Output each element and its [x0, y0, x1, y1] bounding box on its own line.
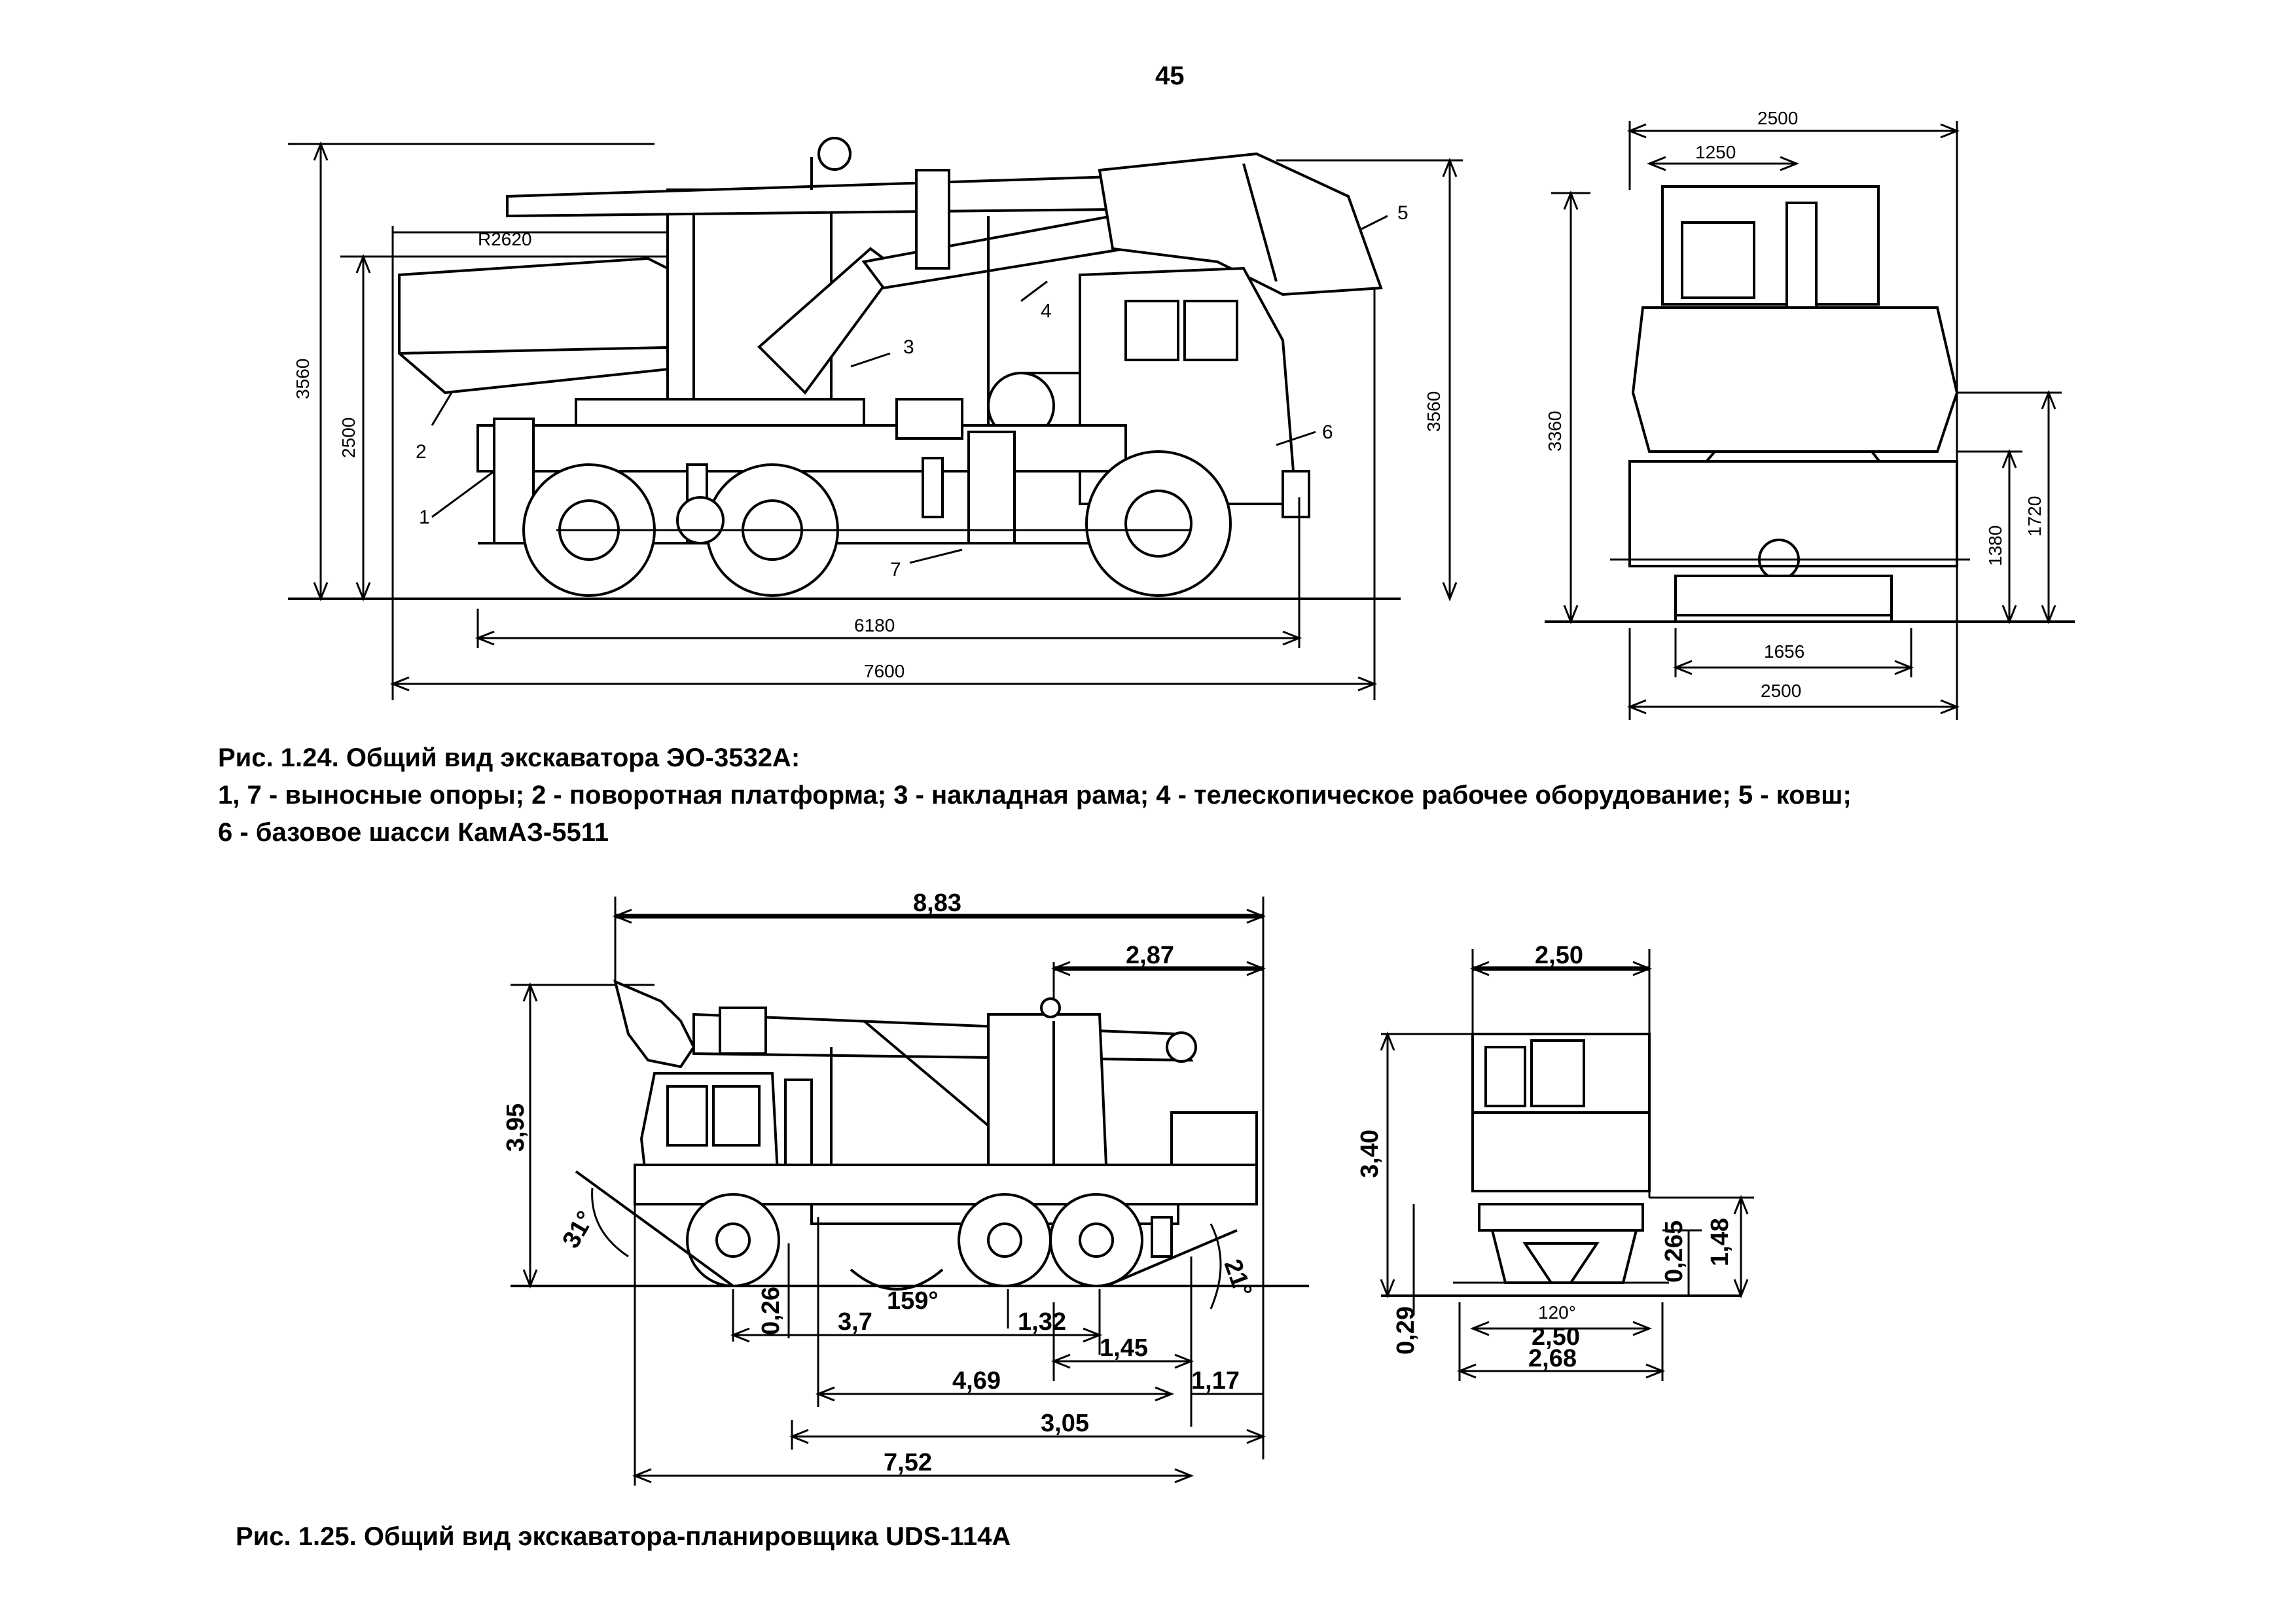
fig125-height-total: 3,95	[502, 1103, 529, 1152]
fig125-front-height-0-29: 0,29	[1392, 1306, 1420, 1355]
fig125-front-view: 2,50 120° 3,40 0,29 0,265 1,48 2,50	[1356, 942, 1754, 1381]
fig124-front-width-top: 2500	[1757, 108, 1798, 128]
fig125-side-view: 8,83 2,87 3,95	[502, 889, 1309, 1486]
fig125-length-top: 8,83	[913, 889, 961, 917]
fig124-callout-7: 7	[890, 559, 901, 580]
fig124-front-width-half: 1250	[1695, 142, 1736, 162]
fig124-callout-3: 3	[903, 336, 914, 358]
fig124-front-track: 1656	[1764, 641, 1804, 662]
fig125-front-height-1-48: 1,48	[1706, 1218, 1734, 1266]
fig124-callout-5: 5	[1397, 202, 1408, 224]
figure-125-caption: Рис. 1.25. Общий вид экскаватора-планиро…	[236, 1522, 1011, 1551]
fig125-clearance-angle: 159°	[887, 1287, 939, 1315]
fig124-callout-4: 4	[1041, 300, 1052, 322]
figure-124-caption-line-1: Рис. 1.24. Общий вид экскаватора ЭО-3532…	[218, 743, 800, 772]
fig124-height-right-total: 3560	[1424, 391, 1444, 432]
fig125-dim-3-05: 3,05	[1041, 1410, 1089, 1437]
fig124-height-left-total: 3560	[293, 359, 313, 399]
fig124-front-height-frame: 1380	[1985, 526, 2005, 566]
fig125-dim-1-32: 1,32	[1018, 1308, 1066, 1336]
fig125-front-width-mid: 2,50	[1532, 1323, 1580, 1351]
fig125-front-width-bottom: 2,68	[1528, 1345, 1577, 1372]
fig125-approach-angle: 31°	[557, 1207, 600, 1253]
fig125-departure-angle: 21°	[1219, 1256, 1257, 1300]
fig124-callout-6: 6	[1322, 421, 1333, 443]
fig124-side-view: 3560 2500 3560 R2620	[288, 137, 1463, 700]
fig124-front-height-platform: 1720	[2024, 496, 2045, 537]
fig124-radius-label: R2620	[478, 229, 532, 249]
fig125-front-width-top: 2,50	[1535, 942, 1583, 969]
fig125-dim-1-45: 1,45	[1100, 1334, 1148, 1362]
page-number: 45	[1155, 62, 1185, 90]
fig125-front-height-0-265: 0,265	[1660, 1221, 1688, 1283]
figure-124-caption-line-2: 1, 7 - выносные опоры; 2 - поворотная пл…	[218, 781, 1852, 810]
fig125-ground-clearance: 0,26	[757, 1287, 785, 1335]
fig124-front-view: 2500 1250 3360 1720 1380 1656	[1545, 108, 2075, 720]
fig124-length-wheelbase: 6180	[854, 615, 895, 635]
fig125-dim-4-69: 4,69	[952, 1367, 1001, 1395]
fig125-front-height-total: 3,40	[1356, 1130, 1384, 1178]
fig125-dim-7-52: 7,52	[884, 1449, 932, 1476]
figure-124-caption: Рис. 1.24. Общий вид экскаватора ЭО-3532…	[218, 740, 1852, 851]
fig124-callout-2: 2	[416, 441, 427, 463]
fig124-height-left-platform: 2500	[338, 418, 359, 458]
fig124-front-width-bottom: 2500	[1761, 681, 1801, 701]
fig125-dim-3-7: 3,7	[838, 1308, 872, 1336]
fig125-boom-overhang: 2,87	[1126, 942, 1174, 969]
fig124-length-total: 7600	[864, 661, 905, 681]
fig125-dim-1-17: 1,17	[1191, 1367, 1240, 1395]
fig125-front-angle: 120°	[1538, 1302, 1576, 1323]
figure-124-caption-line-3: 6 - базовое шасси КамАЗ-5511	[218, 818, 609, 847]
fig124-front-height-total: 3360	[1545, 411, 1565, 452]
fig124-callout-1: 1	[419, 507, 430, 528]
